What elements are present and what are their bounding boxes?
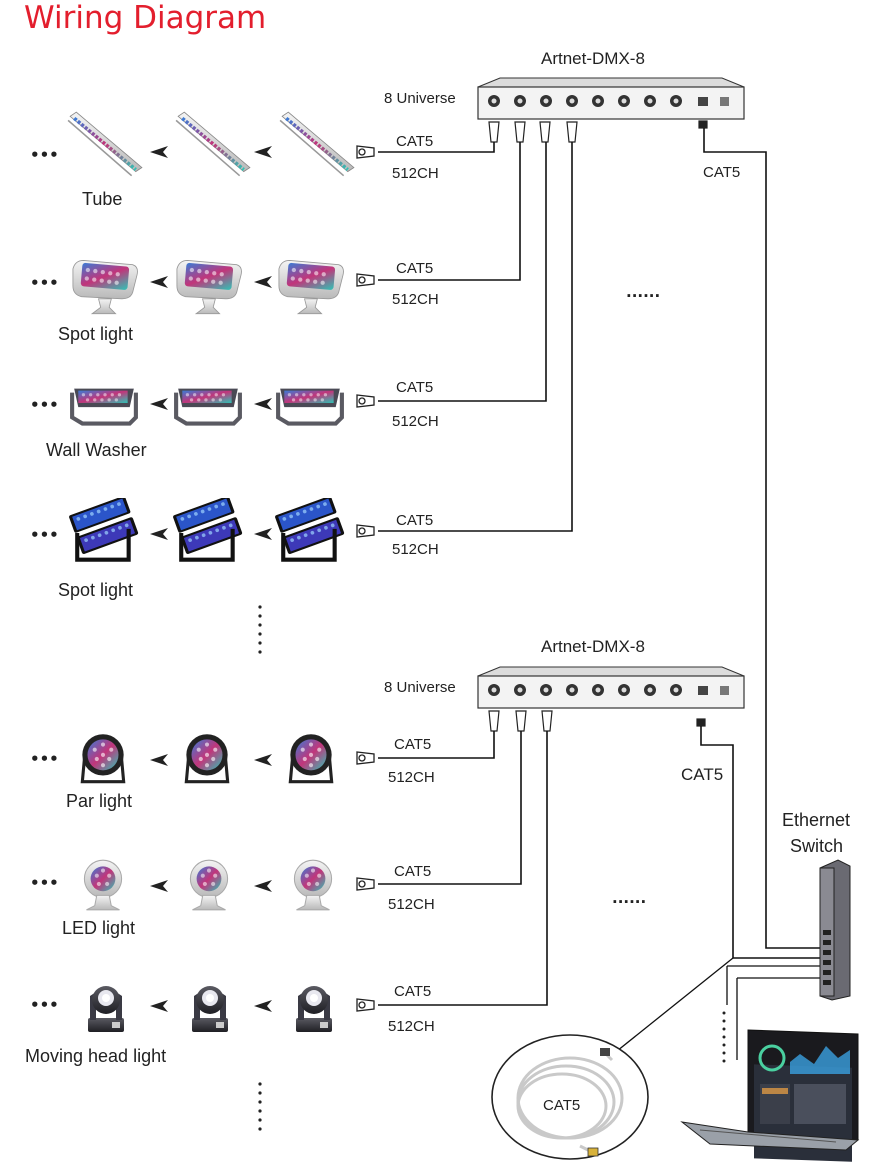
arrow-left-icon — [150, 398, 168, 410]
cable-coil-label: CAT5 — [543, 1097, 580, 1114]
arrow-left-icon — [254, 1000, 272, 1012]
diagram-title: Wiring Diagram — [24, 0, 266, 36]
spot-light-icon — [278, 259, 345, 315]
led-light-icon — [293, 859, 333, 911]
fixture-connectors — [356, 145, 375, 1012]
row-mh-channels-label: 512CH — [388, 1018, 435, 1035]
row-tube-channels-label: 512CH — [392, 165, 439, 182]
row-par-label: Par light — [66, 791, 132, 811]
row-tube-label: Tube — [82, 189, 122, 209]
row-par-cable-label: CAT5 — [394, 736, 431, 753]
par-light-icon — [184, 732, 230, 784]
arrow-left-icon — [254, 528, 272, 540]
spot-light-icon — [72, 259, 139, 315]
row-washer-label: Wall Washer — [46, 440, 147, 460]
row-led-cable-label: CAT5 — [394, 863, 431, 880]
row-spot2-channels-label: 512CH — [392, 541, 439, 558]
row-mh-more: ••• — [30, 996, 59, 1014]
arrow-left-icon — [150, 276, 168, 288]
controller-1-cat5-label: CAT5 — [703, 164, 740, 181]
spot-light-icon — [176, 259, 243, 315]
wall-washer-icon — [176, 389, 240, 424]
arrow-left-icon — [150, 1000, 168, 1012]
more-rows-ellipsis-1 — [258, 605, 262, 654]
row-spot2-more: ••• — [30, 526, 59, 544]
wall-washer-icon — [72, 389, 136, 424]
controller-1-universe-label: 8 Universe — [384, 90, 456, 107]
more-universes-ellipsis-1: ······ — [626, 287, 660, 305]
led-light-icon — [189, 859, 229, 911]
row-spot-light-2: ••• Spot light — [30, 495, 345, 600]
row-tube: ••• Tube — [30, 110, 356, 209]
row-spot2-label: Spot light — [58, 580, 133, 600]
flood-panel-icon — [69, 495, 139, 559]
more-switch-ports-ellipsis — [722, 1011, 726, 1063]
ethernet-switch: Ethernet Switch — [782, 810, 851, 1001]
ethernet-switch-label-line2: Switch — [790, 836, 843, 856]
row-mh-cable-label: CAT5 — [394, 983, 431, 1000]
row-led-label: LED light — [62, 918, 135, 938]
led-light-icon — [83, 859, 123, 911]
row-mh-label: Moving head light — [25, 1046, 166, 1066]
arrow-left-icon — [254, 146, 272, 158]
par-light-icon — [288, 732, 334, 784]
row-moving-head-light: ••• Moving head light — [25, 986, 332, 1066]
arrow-left-icon — [150, 880, 168, 892]
controller-1-xlr-plugs — [488, 120, 708, 143]
wall-washer-icon — [278, 389, 342, 424]
controller-2-xlr-plugs — [488, 710, 706, 732]
cable-labels: CAT5 512CH CAT5 512CH CAT5 512CH CAT5 51… — [388, 133, 740, 1035]
artnet-dmx-8-controller-2: Artnet-DMX-8 8 Universe — [384, 637, 745, 709]
row-spot-more: ••• — [30, 274, 59, 292]
arrow-left-icon — [254, 754, 272, 766]
more-rows-ellipsis-2 — [258, 1082, 262, 1131]
controller-1-name: Artnet-DMX-8 — [541, 49, 645, 68]
row-led-light: ••• LED light — [30, 859, 333, 938]
moving-head-icon — [296, 986, 332, 1032]
tube-fixture-icon — [174, 110, 252, 178]
controller-2-name: Artnet-DMX-8 — [541, 637, 645, 656]
cat5-wires — [378, 128, 820, 1060]
row-par-channels-label: 512CH — [388, 769, 435, 786]
cat5-cable-coil: CAT5 — [491, 1034, 649, 1160]
flood-panel-icon — [275, 495, 345, 559]
arrow-left-icon — [150, 754, 168, 766]
row-washer-cable-label: CAT5 — [396, 379, 433, 396]
arrow-left-icon — [150, 146, 168, 158]
row-par-more: ••• — [30, 750, 59, 768]
row-par-light: ••• Par light — [30, 732, 334, 811]
controller-2-universe-label: 8 Universe — [384, 679, 456, 696]
row-washer-more: ••• — [30, 396, 59, 414]
row-washer-channels-label: 512CH — [392, 413, 439, 430]
par-light-icon — [80, 732, 126, 784]
ethernet-switch-label-line1: Ethernet — [782, 810, 850, 830]
row-tube-more: ••• — [30, 146, 59, 164]
controller-2-cat5-label: CAT5 — [681, 765, 723, 784]
arrow-left-icon — [254, 880, 272, 892]
row-led-channels-label: 512CH — [388, 896, 435, 913]
moving-head-icon — [192, 986, 228, 1032]
row-spot-channels-label: 512CH — [392, 291, 439, 308]
flood-panel-icon — [173, 495, 243, 559]
row-spot2-cable-label: CAT5 — [396, 512, 433, 529]
tube-fixture-icon — [278, 110, 356, 178]
row-led-more: ••• — [30, 874, 59, 892]
more-universes-ellipsis-2: ······ — [612, 893, 646, 911]
arrow-left-icon — [254, 276, 272, 288]
row-tube-cable-label: CAT5 — [396, 133, 433, 150]
tube-fixture-icon — [66, 110, 144, 178]
moving-head-icon — [88, 986, 124, 1032]
arrow-left-icon — [254, 398, 272, 410]
row-wall-washer: ••• Wall Washer — [30, 389, 342, 460]
artnet-dmx-8-controller-1: Artnet-DMX-8 8 Universe — [384, 49, 745, 120]
row-spot-label: Spot light — [58, 324, 133, 344]
row-spot-cable-label: CAT5 — [396, 260, 433, 277]
arrow-left-icon — [150, 528, 168, 540]
row-spot-light: ••• Spot light — [30, 259, 345, 344]
laptop-computer — [680, 1029, 860, 1162]
